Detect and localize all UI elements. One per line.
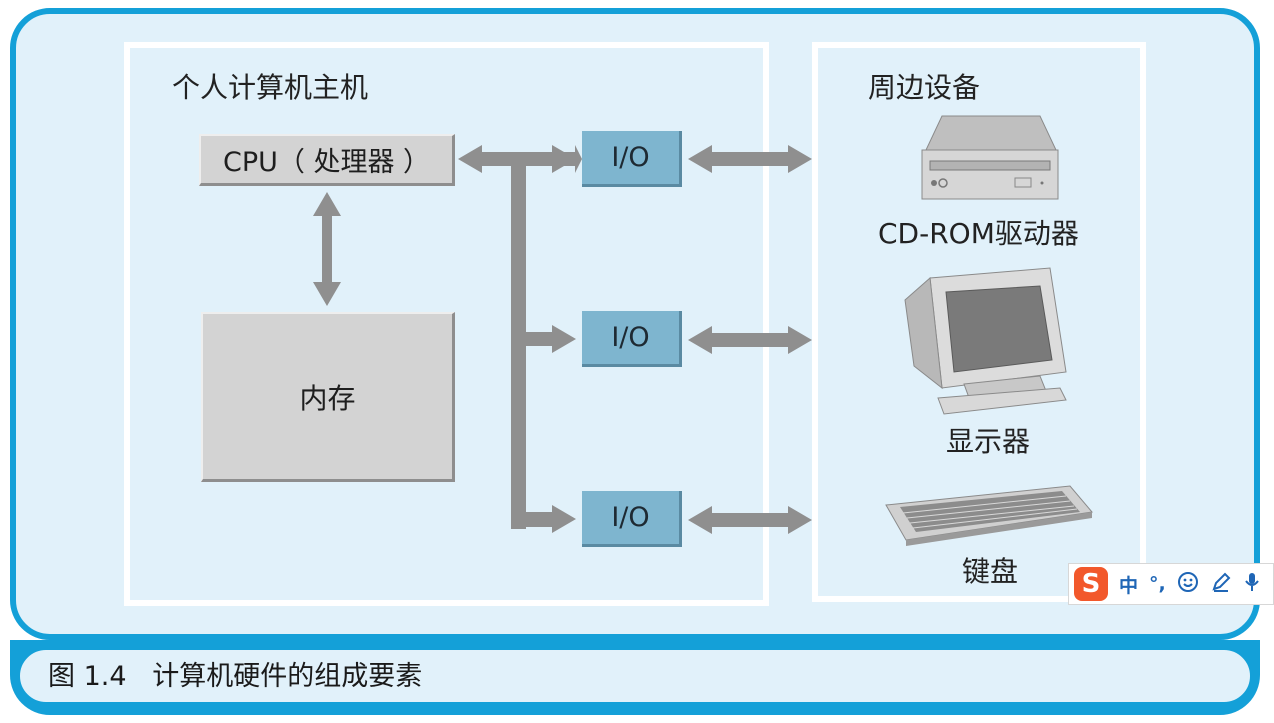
bus-arrow-io-2 bbox=[552, 325, 576, 353]
monitor-label: 显示器 bbox=[946, 425, 1031, 458]
figure-caption: 图 1.4 计算机硬件的组成要素 bbox=[48, 661, 423, 692]
cpu-memory-arrow bbox=[313, 192, 341, 306]
caption-pill bbox=[18, 648, 1252, 704]
bus-arrow-io-3 bbox=[552, 505, 576, 533]
bus-branch-2 bbox=[511, 332, 556, 346]
io-box-3: I/O bbox=[582, 491, 682, 547]
memory-box: 内存 bbox=[201, 312, 455, 482]
ime-punct-button[interactable]: °, bbox=[1149, 573, 1166, 595]
ime-toolbar[interactable]: S 中 °, bbox=[1068, 563, 1274, 605]
host-panel-title: 个人计算机主机 bbox=[172, 71, 369, 104]
peripheral-panel bbox=[812, 42, 1146, 602]
io-device-arrow-2 bbox=[688, 326, 812, 354]
cpu-box: CPU（ 处理器 ） bbox=[199, 134, 455, 186]
io-device-arrow-3 bbox=[688, 506, 812, 534]
bus-arrow-cpu bbox=[458, 145, 575, 173]
pen-icon[interactable] bbox=[1210, 571, 1232, 598]
monitor-icon bbox=[904, 267, 1067, 415]
smiley-icon[interactable] bbox=[1177, 571, 1199, 598]
host-panel bbox=[124, 42, 769, 606]
keyboard-label: 键盘 bbox=[962, 555, 1019, 588]
bus-branch-3 bbox=[511, 512, 556, 527]
io-device-arrow-1 bbox=[688, 145, 812, 173]
microphone-icon[interactable] bbox=[1243, 571, 1261, 598]
io-box-1: I/O bbox=[582, 131, 682, 187]
io-box-2: I/O bbox=[582, 311, 682, 367]
peripheral-panel-title: 周边设备 bbox=[868, 71, 981, 104]
bus-arrow-io-1 bbox=[575, 145, 582, 173]
cd-rom-drive-icon bbox=[921, 115, 1059, 200]
cd-rom-drive-label: CD-ROM驱动器 bbox=[878, 217, 1079, 250]
keyboard-icon bbox=[885, 485, 1093, 546]
ime-logo[interactable]: S bbox=[1074, 567, 1108, 601]
ime-mode-button[interactable]: 中 bbox=[1119, 574, 1139, 597]
